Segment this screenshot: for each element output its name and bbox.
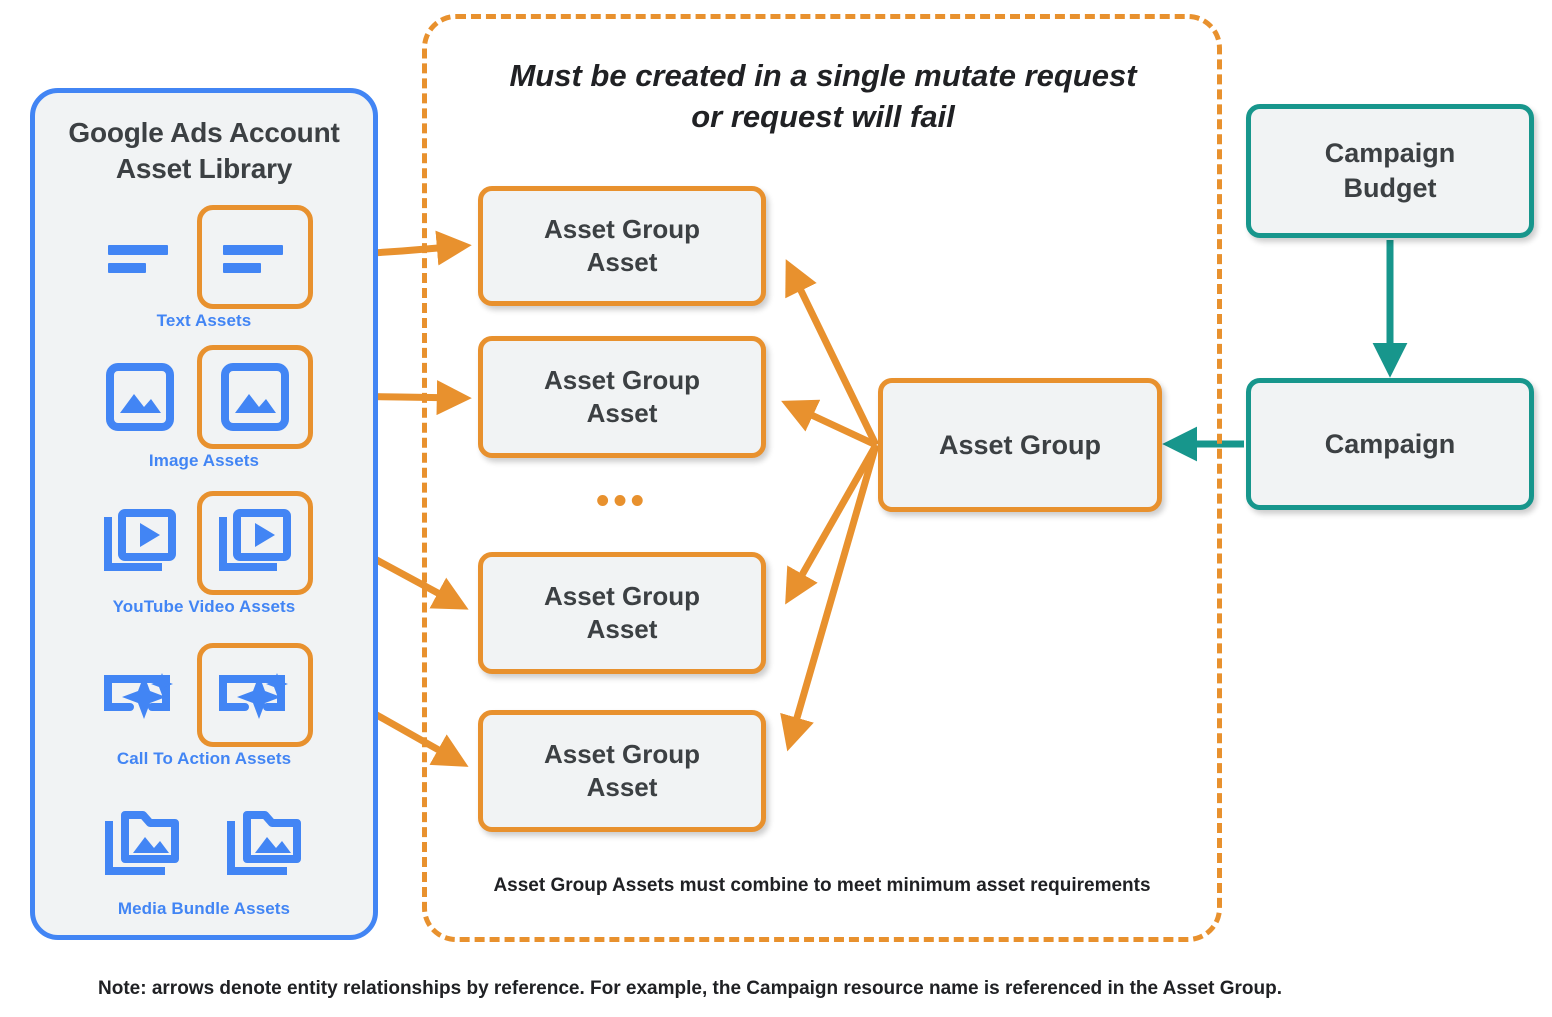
call-to-action-sparkle-icon-selected — [197, 643, 313, 747]
aga-1-line2: Asset — [586, 247, 658, 277]
campaign-budget-line2: Budget — [1343, 173, 1437, 203]
aga-2-line2: Asset — [586, 398, 658, 428]
aga-2-line1: Asset Group — [543, 364, 701, 395]
asset-caption-text: Text Assets — [156, 311, 252, 330]
asset-caption-video: YouTube Video Assets — [112, 597, 296, 616]
library-title: Google Ads Account Asset Library — [35, 115, 373, 187]
mutate-footnote: Asset Group Assets must combine to meet … — [493, 875, 1151, 896]
mutate-request-heading: Must be created in a single mutate reque… — [440, 55, 1206, 137]
ellipsis-indicator: ••• — [596, 480, 648, 522]
aga-3-line1: Asset Group — [543, 580, 701, 611]
campaign-node[interactable]: Campaign — [1246, 378, 1534, 510]
asset-library-panel: Google Ads Account Asset Library — [30, 88, 378, 940]
aga-4-line1: Asset Group — [543, 738, 701, 769]
image-picture-icon-selected — [197, 345, 313, 449]
text-lines-icon — [95, 212, 185, 302]
asset-group-asset-node-4[interactable]: Asset Group Asset — [478, 710, 766, 832]
asset-group-asset-node-1[interactable]: Asset Group Asset — [478, 186, 766, 306]
asset-group-node[interactable]: Asset Group — [878, 378, 1162, 512]
video-play-stack-icon-selected — [197, 491, 313, 595]
asset-row-media-bundle: Media Bundle Assets — [35, 793, 373, 919]
aga-4-line2: Asset — [586, 772, 658, 802]
asset-row-video: YouTube Video Assets — [35, 491, 373, 617]
media-bundle-folder-icon — [98, 800, 188, 890]
library-title-line1: Google Ads Account — [68, 117, 340, 148]
asset-group-asset-node-3[interactable]: Asset Group Asset — [478, 552, 766, 674]
asset-caption-cta: Call To Action Assets — [116, 749, 292, 768]
mutate-request-container — [422, 14, 1222, 942]
media-bundle-folder-icon-2 — [220, 800, 310, 890]
asset-caption-media-bundle: Media Bundle Assets — [117, 899, 291, 918]
text-lines-icon-selected — [197, 205, 313, 309]
image-picture-icon — [95, 352, 185, 442]
asset-row-image: Image Assets — [35, 345, 373, 471]
campaign-budget-node[interactable]: Campaign Budget — [1246, 104, 1534, 238]
asset-caption-image: Image Assets — [148, 451, 260, 470]
mutate-heading-line2: or request will fail — [691, 99, 955, 135]
video-play-stack-icon — [95, 498, 185, 588]
asset-row-text: Text Assets — [35, 205, 373, 331]
mutate-heading-line1: Must be created in a single mutate reque… — [509, 58, 1137, 93]
asset-group-label: Asset Group — [938, 429, 1102, 460]
library-title-line2: Asset Library — [115, 152, 293, 184]
footer-note: Note: arrows denote entity relationships… — [98, 978, 1282, 999]
asset-row-cta: Call To Action Assets — [35, 643, 373, 769]
campaign-label: Campaign — [1324, 428, 1456, 459]
asset-group-asset-node-2[interactable]: Asset Group Asset — [478, 336, 766, 458]
aga-1-line1: Asset Group — [543, 213, 701, 244]
call-to-action-sparkle-icon — [95, 650, 185, 740]
aga-3-line2: Asset — [586, 614, 658, 644]
campaign-budget-line1: Campaign — [1324, 138, 1456, 169]
